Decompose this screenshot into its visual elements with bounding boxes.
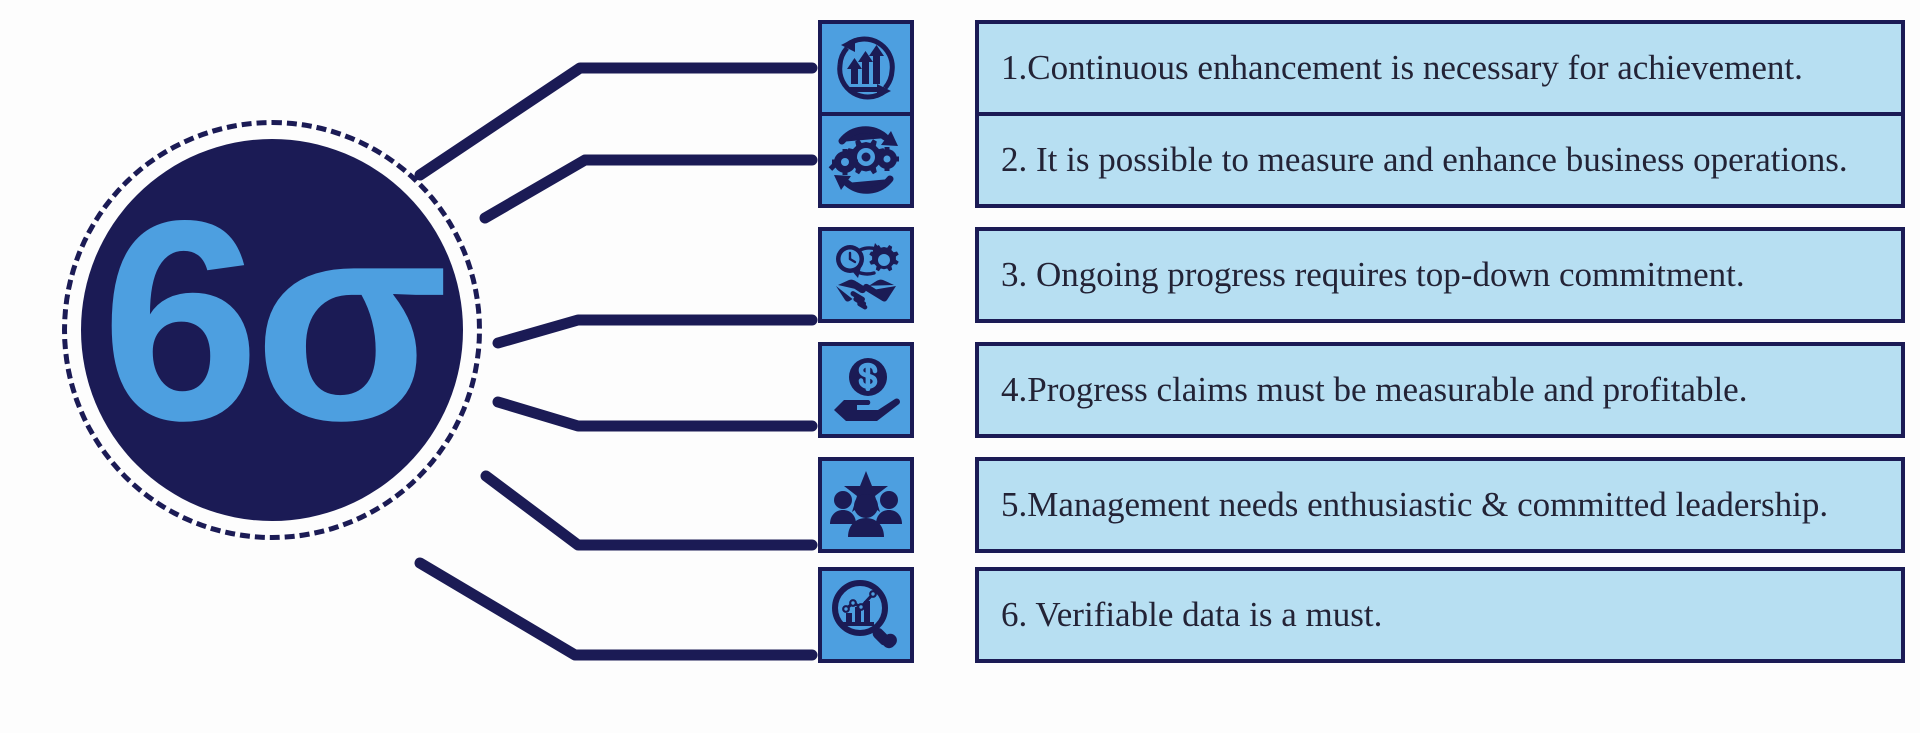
connector-line-3 [492,314,818,349]
list-item-text: 5.Management needs enthusiastic & commit… [1001,484,1829,524]
hub-label: 6σ [101,161,448,480]
list-item-text: 6. Verifiable data is a must. [1001,594,1383,634]
text-box: 5.Management needs enthusiastic & commit… [975,457,1905,553]
connector-line-2 [479,154,818,224]
clock-gear-handshake-icon [818,227,914,323]
list-item-text: 2. It is possible to measure and enhance… [1001,139,1848,179]
list-item-text: 1.Continuous enhancement is necessary fo… [1001,47,1803,87]
text-box: 1.Continuous enhancement is necessary fo… [975,20,1905,116]
hub-circle: 6σ [62,120,482,540]
text-box: 4.Progress claims must be measurable and… [975,342,1905,438]
list-item-text: 3. Ongoing progress requires top-down co… [1001,254,1745,294]
continuous-improvement-arrows-icon [818,20,914,116]
list-item: 2. It is possible to measure and enhance… [0,112,1920,210]
connector-line-5 [480,470,818,551]
hand-holding-dollar-coin-icon [818,342,914,438]
gears-cycle-icon [818,112,914,208]
connector-line-4 [492,396,818,432]
list-item: 6. Verifiable data is a must. [0,567,1920,665]
magnifier-bar-chart-icon [818,567,914,663]
hub-dashed-ring [62,120,482,540]
list-item: 5.Management needs enthusiastic & commit… [0,457,1920,555]
text-box: 3. Ongoing progress requires top-down co… [975,227,1905,323]
connector-line-6 [414,557,818,661]
text-box: 6. Verifiable data is a must. [975,567,1905,663]
list-item: 3. Ongoing progress requires top-down co… [0,227,1920,325]
text-box: 2. It is possible to measure and enhance… [975,112,1905,208]
team-with-star-icon [818,457,914,553]
list-item: 4.Progress claims must be measurable and… [0,342,1920,440]
connector-line-1 [414,62,818,181]
list-item: 1.Continuous enhancement is necessary fo… [0,20,1920,118]
list-item-text: 4.Progress claims must be measurable and… [1001,369,1748,409]
